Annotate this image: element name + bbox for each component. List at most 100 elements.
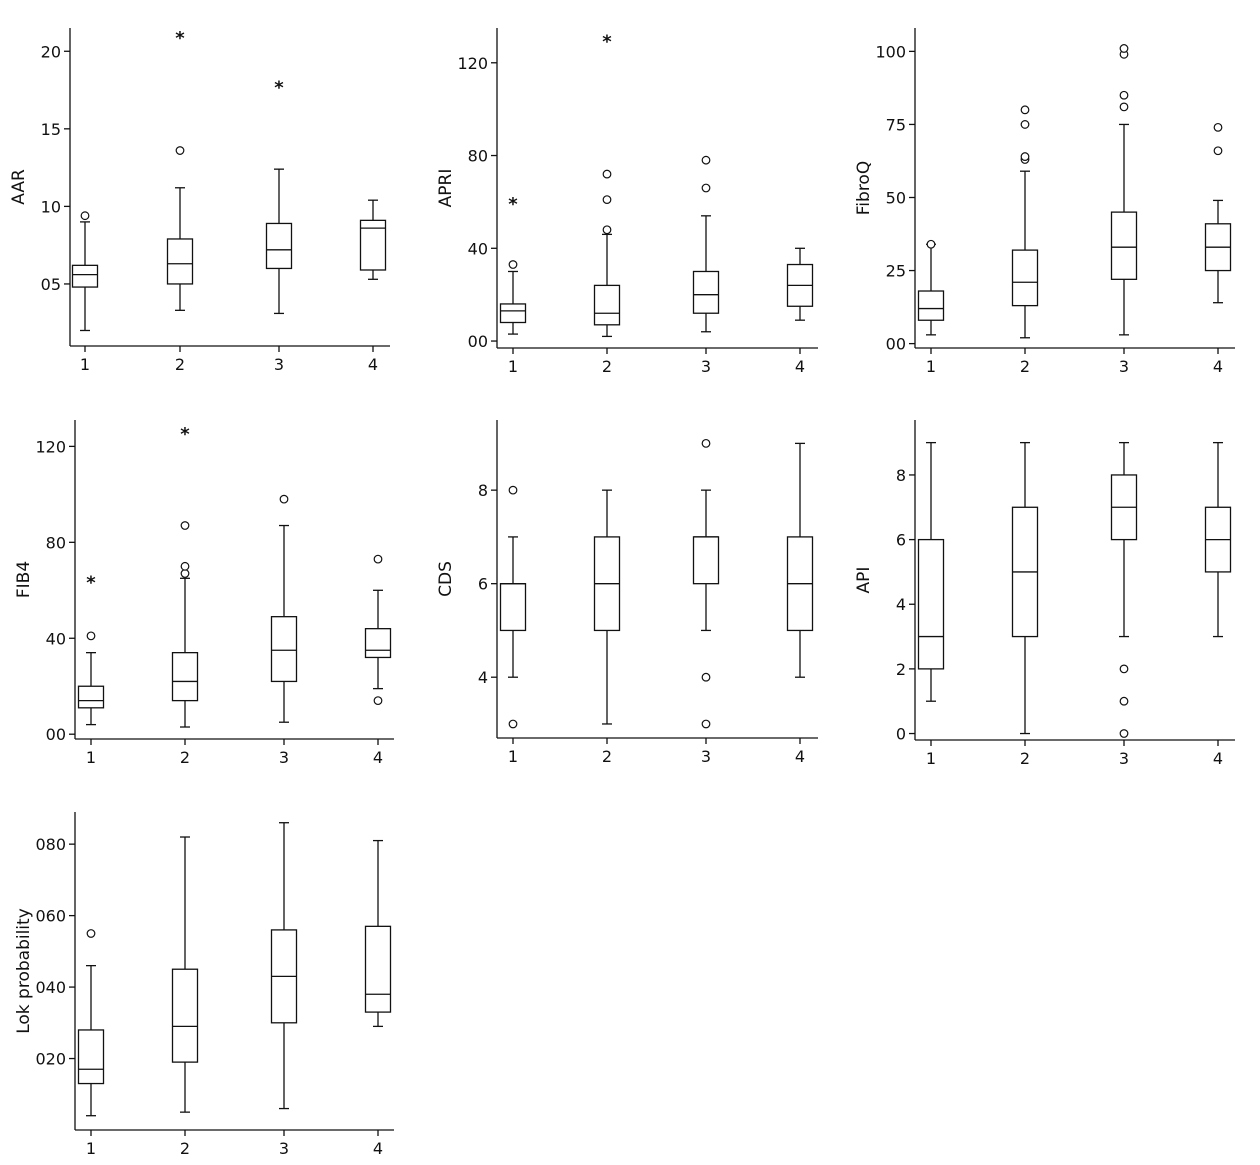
iqr-box: [917, 290, 945, 321]
y-tick-label: 020: [35, 1050, 66, 1069]
y-tick-label: 120: [457, 54, 488, 73]
box-plot-group-2: [1011, 105, 1039, 339]
outlier-point: [279, 494, 289, 504]
box-plot-group-3: [1110, 441, 1138, 738]
x-tick-label: 1: [86, 748, 96, 767]
x-tick-label: 3: [279, 1139, 289, 1158]
box-plot-group-4: [364, 554, 392, 706]
box-plot-group-1: [499, 485, 527, 729]
y-tick-label: 10: [41, 197, 61, 216]
outlier-point: [926, 239, 936, 249]
y-tick-label: 00: [46, 725, 66, 744]
x-tick-label: 3: [279, 748, 289, 767]
outlier-point: [701, 438, 711, 448]
outlier-point: [1119, 729, 1129, 738]
y-tick-label: 120: [35, 437, 66, 456]
box-plot-group-1: *: [77, 573, 105, 726]
iqr-box: [593, 284, 621, 326]
outlier-point: [602, 225, 612, 235]
outlier-point: [1119, 44, 1129, 53]
extreme-point: *: [86, 573, 96, 594]
x-tick-label: 4: [1213, 357, 1223, 376]
y-axis-label: API: [854, 567, 874, 594]
y-tick-label: 4: [896, 595, 906, 614]
outlier-point: [373, 696, 383, 706]
box-plot-group-2: [171, 836, 199, 1113]
x-tick-label: 4: [795, 747, 805, 766]
outlier-point: [180, 561, 190, 571]
x-tick-label: 3: [274, 355, 284, 374]
outlier-point: [180, 521, 190, 530]
y-tick-label: 6: [478, 575, 488, 594]
iqr-box: [265, 222, 293, 270]
iqr-box: [917, 538, 945, 670]
x-tick-label: 1: [508, 357, 518, 376]
y-tick-label: 100: [875, 42, 906, 61]
box-plot-group-3: [692, 438, 720, 729]
iqr-box: [166, 238, 194, 285]
outlier-point: [701, 672, 711, 682]
outlier-point: [508, 260, 518, 269]
y-tick-label: 50: [886, 188, 906, 207]
iqr-box: [499, 583, 527, 632]
box-plot-group-3: [270, 822, 298, 1110]
x-tick-label: 2: [1020, 357, 1030, 376]
y-tick-label: 05: [41, 275, 61, 294]
y-tick-label: 25: [886, 262, 906, 281]
y-axis-label: APRI: [436, 169, 456, 208]
y-tick-label: 4: [478, 668, 488, 687]
x-tick-label: 2: [175, 355, 185, 374]
x-tick-label: 1: [926, 357, 936, 376]
x-tick-label: 2: [602, 357, 612, 376]
y-axis-label: Lok probability: [14, 908, 34, 1034]
outlier-point: [80, 211, 90, 221]
y-tick-label: 80: [468, 147, 488, 166]
x-tick-label: 4: [1213, 749, 1223, 768]
box-plot-group-1: [77, 929, 105, 1117]
y-tick-label: 00: [468, 332, 488, 351]
box-plot-group-3: [692, 155, 720, 333]
box-plot-group-1: [917, 441, 945, 702]
outlier-point: [86, 631, 96, 641]
outlier-point: [1020, 105, 1030, 115]
iqr-box: [1011, 249, 1039, 307]
y-tick-label: 75: [886, 115, 906, 134]
y-tick-label: 40: [46, 629, 66, 648]
y-tick-label: 00: [886, 335, 906, 354]
outlier-point: [1020, 152, 1030, 161]
y-tick-label: 060: [35, 907, 66, 926]
iqr-box: [77, 685, 105, 709]
box-plot-group-3: *: [265, 77, 293, 315]
iqr-box: [692, 536, 720, 585]
x-tick-label: 1: [508, 747, 518, 766]
x-tick-label: 2: [180, 748, 190, 767]
x-tick-label: 4: [795, 357, 805, 376]
outlier-point: [701, 719, 711, 729]
x-tick-label: 3: [701, 357, 711, 376]
outlier-point: [1119, 696, 1129, 706]
outlier-point: [508, 485, 518, 495]
box-plot-group-2: [593, 489, 621, 725]
outlier-point: [180, 569, 190, 578]
box-plot-group-4: [364, 839, 392, 1028]
iqr-box: [171, 968, 199, 1063]
box-plot-group-2: *: [166, 28, 194, 311]
y-tick-label: 6: [896, 531, 906, 550]
y-tick-label: 80: [46, 533, 66, 552]
x-tick-label: 3: [1119, 749, 1129, 768]
outlier-point: [1119, 90, 1129, 100]
iqr-box: [364, 925, 392, 1013]
y-tick-label: 15: [41, 120, 61, 139]
x-tick-label: 1: [86, 1139, 96, 1158]
y-tick-label: 080: [35, 835, 66, 854]
y-tick-label: 040: [35, 978, 66, 997]
outlier-point: [175, 146, 185, 155]
outlier-point: [701, 183, 711, 193]
